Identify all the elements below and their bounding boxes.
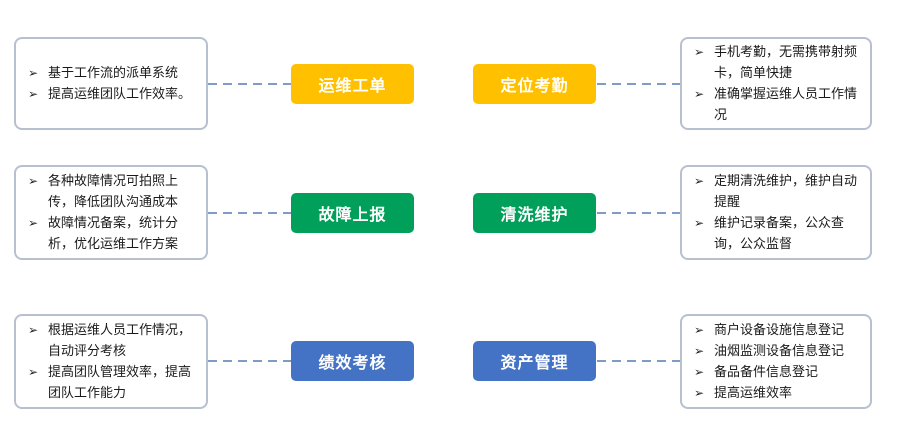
list-item: ➢ 维护记录备案，公众查询，公众监督 [692,213,862,255]
item-text: 准确掌握运维人员工作情况 [714,86,858,123]
list-item: ➢ 根据运维人员工作情况，自动评分考核 [26,320,198,362]
item-text: 提高运维效率 [714,385,793,401]
list-item: ➢ 提高运维团队工作效率。 [26,84,198,105]
item-text: 基于工作流的派单系统 [48,65,179,81]
list-item: ➢ 油烟监测设备信息登记 [692,341,862,362]
arrow-bullet-icon: ➢ [694,343,705,358]
description-box-performance: ➢ 根据运维人员工作情况，自动评分考核 ➢ 提高团队管理效率，提高团队工作能力 [14,314,208,409]
arrow-bullet-icon: ➢ [694,215,705,230]
item-text: 定期清洗维护，维护自动提醒 [714,173,858,210]
item-text: 提高团队管理效率，提高团队工作能力 [48,364,192,401]
list-item: ➢ 定期清洗维护，维护自动提醒 [692,171,862,213]
pill-fault-report: 故障上报 [291,193,414,233]
arrow-bullet-icon: ➢ [694,86,705,101]
list-item: ➢ 提高运维效率 [692,383,862,404]
arrow-bullet-icon: ➢ [28,173,39,188]
arrow-bullet-icon: ➢ [694,173,705,188]
pill-attendance: 定位考勤 [473,64,596,104]
description-box-work-order: ➢ 基于工作流的派单系统 ➢ 提高运维团队工作效率。 [14,37,208,130]
pill-cleaning-maintenance: 清洗维护 [473,193,596,233]
item-text: 故障情况备案，统计分析，优化运维工作方案 [48,215,179,252]
item-text: 根据运维人员工作情况，自动评分考核 [48,322,192,359]
arrow-bullet-icon: ➢ [694,364,705,379]
item-text: 维护记录备案，公众查询，公众监督 [714,215,845,252]
arrow-bullet-icon: ➢ [28,215,39,230]
arrow-bullet-icon: ➢ [28,86,39,101]
list-item: ➢ 准确掌握运维人员工作情况 [692,84,862,126]
item-text: 各种故障情况可拍照上传，降低团队沟通成本 [48,173,179,210]
list-item: ➢ 各种故障情况可拍照上传，降低团队沟通成本 [26,171,198,213]
arrow-bullet-icon: ➢ [28,364,39,379]
list-item: ➢ 提高团队管理效率，提高团队工作能力 [26,362,198,404]
item-text: 商户设备设施信息登记 [714,322,845,338]
pill-asset-management: 资产管理 [473,341,596,381]
description-box-asset-management: ➢ 商户设备设施信息登记 ➢ 油烟监测设备信息登记 ➢ 备品备件信息登记 ➢ 提高运维效… [680,314,872,409]
list-item: ➢ 商户设备设施信息登记 [692,320,862,341]
arrow-bullet-icon: ➢ [694,44,705,59]
arrow-bullet-icon: ➢ [28,322,39,337]
arrow-bullet-icon: ➢ [694,385,705,400]
list-item: ➢ 备品备件信息登记 [692,362,862,383]
arrow-bullet-icon: ➢ [28,65,39,80]
list-item: ➢ 基于工作流的派单系统 [26,63,198,84]
description-box-cleaning-maintenance: ➢ 定期清洗维护，维护自动提醒 ➢ 维护记录备案，公众查询，公众监督 [680,165,872,260]
item-text: 油烟监测设备信息登记 [714,343,845,359]
arrow-bullet-icon: ➢ [694,322,705,337]
list-item: ➢ 手机考勤，无需携带射频卡，简单快捷 [692,42,862,84]
list-item: ➢ 故障情况备案，统计分析，优化运维工作方案 [26,213,198,255]
item-text: 备品备件信息登记 [714,364,819,380]
pill-performance: 绩效考核 [291,341,414,381]
item-text: 手机考勤，无需携带射频卡，简单快捷 [714,44,858,81]
pill-work-order: 运维工单 [291,64,414,104]
item-text: 提高运维团队工作效率。 [48,86,192,102]
description-box-fault-report: ➢ 各种故障情况可拍照上传，降低团队沟通成本 ➢ 故障情况备案，统计分析，优化运维工… [14,165,208,260]
description-box-attendance: ➢ 手机考勤，无需携带射频卡，简单快捷 ➢ 准确掌握运维人员工作情况 [680,37,872,130]
